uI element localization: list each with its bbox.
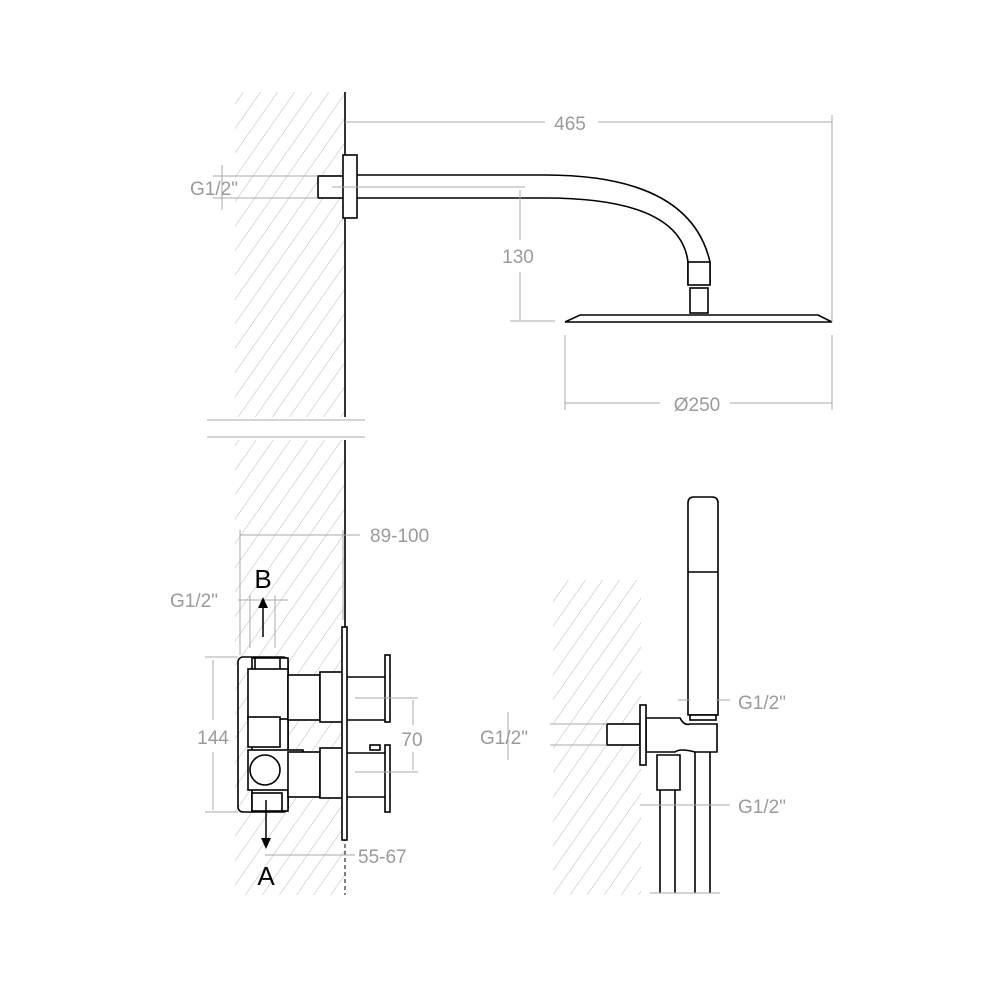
outlet-label-a: A: [257, 861, 275, 891]
dimension-diameter-250: Ø250: [674, 395, 720, 416]
thread-label-valve: G1/2": [170, 591, 218, 612]
dimension-70: 70: [401, 730, 422, 751]
shower-head: [564, 314, 833, 323]
thermostatic-valve: [237, 626, 391, 841]
dimension-lines-top: [213, 115, 833, 410]
dimension-lines-valve: [205, 530, 418, 856]
dimension-144: 144: [197, 728, 229, 749]
dimension-lines-hand-shower: [507, 699, 730, 806]
dimension-55-67: 55-67: [358, 847, 407, 868]
outlet-label-b: B: [254, 564, 271, 594]
thread-label-handset: G1/2": [738, 693, 786, 714]
thread-label-wall-outlet: G1/2": [480, 728, 528, 749]
dimension-89-100: 89-100: [370, 526, 429, 547]
thread-label-hose: G1/2": [738, 797, 786, 818]
thread-label-arm: G1/2": [190, 179, 238, 200]
hand-shower: [606, 496, 720, 894]
wall-hatch-upper: [235, 92, 346, 417]
shower-arm: [317, 154, 711, 314]
dimension-465: 465: [554, 114, 586, 135]
dimension-130: 130: [502, 247, 534, 268]
flow-arrow-b: [258, 597, 268, 637]
flow-arrow-a: [261, 800, 271, 849]
